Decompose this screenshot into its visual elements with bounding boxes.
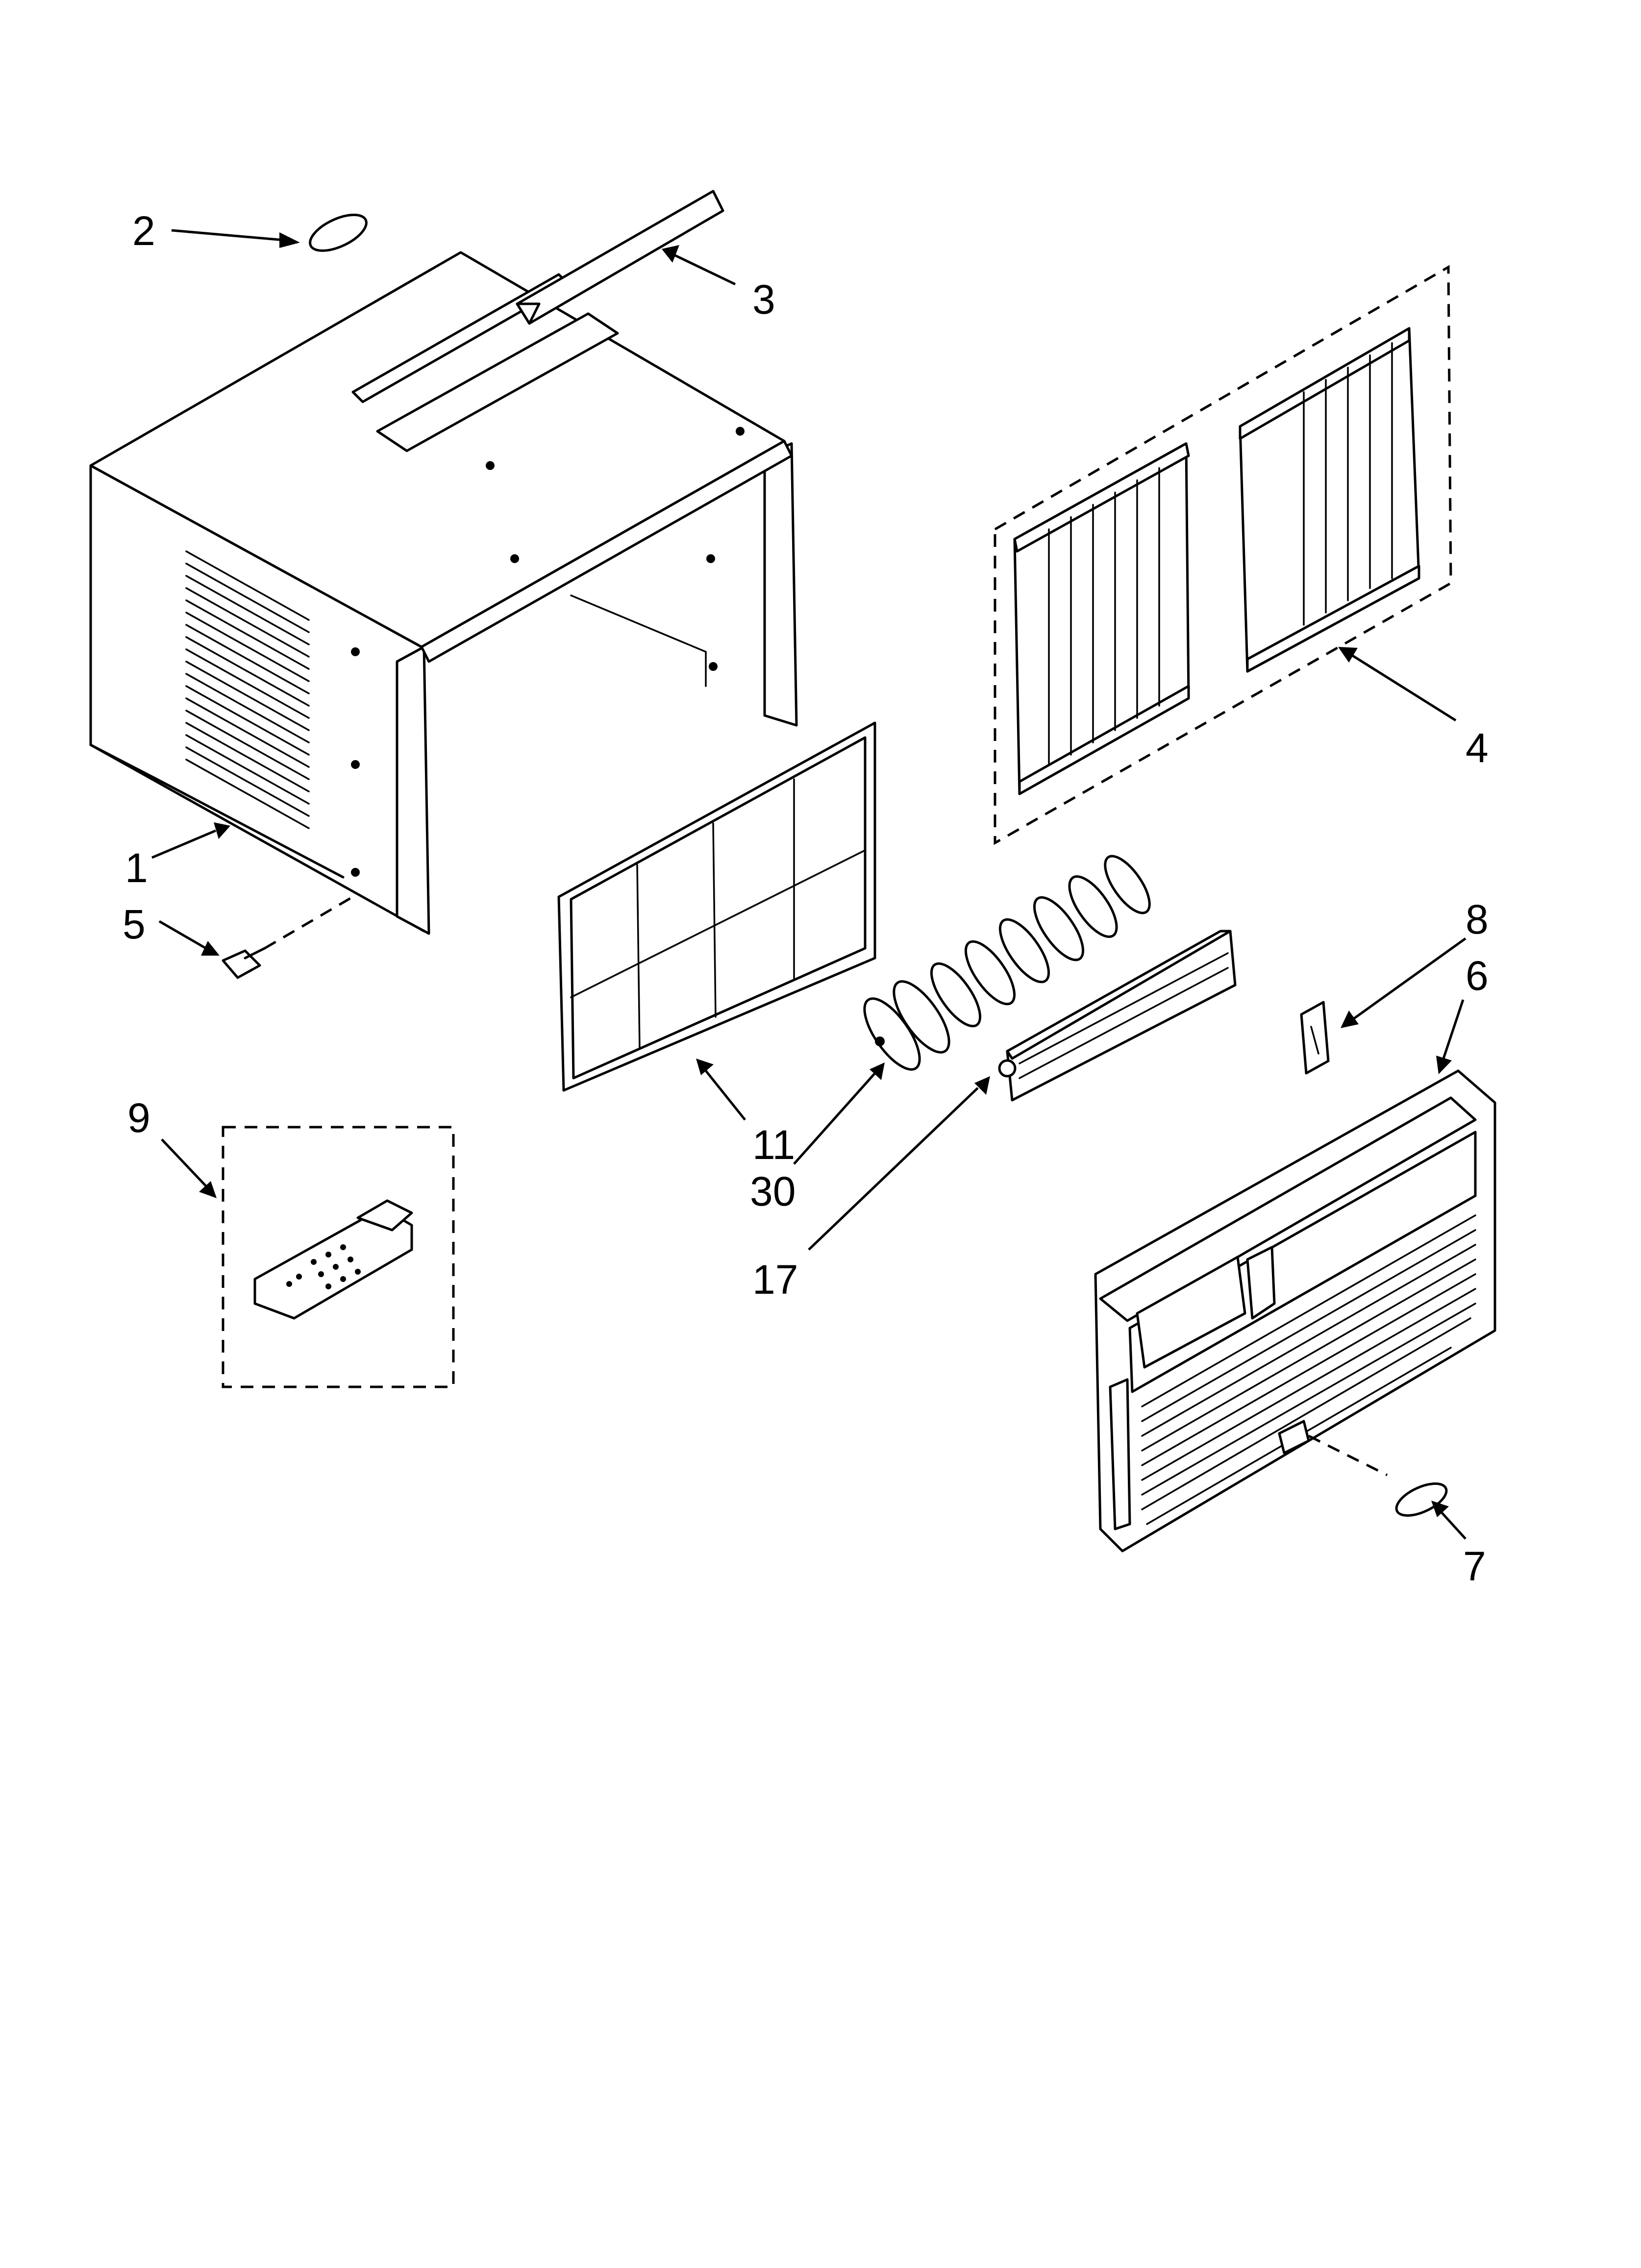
- callout-30: 30: [750, 1168, 796, 1214]
- callout-3: 3: [752, 276, 775, 322]
- louver-assembly-part: [998, 930, 1237, 1102]
- callout-11: 11: [752, 1122, 795, 1168]
- screw-part: [222, 895, 354, 979]
- callout-1: 1: [125, 845, 148, 891]
- cabinet-part: [89, 251, 798, 935]
- top-rail-part: [516, 190, 724, 325]
- badge-part: [1395, 1482, 1448, 1517]
- leader-arrows: [151, 229, 1467, 1540]
- callout-labels: 2 3 4 1 5 6 8 9 11 30 17 7: [123, 208, 1489, 1589]
- callout-5: 5: [123, 901, 146, 947]
- callout-9: 9: [127, 1095, 150, 1141]
- callout-17: 17: [752, 1257, 798, 1303]
- curtain-pleats: [1048, 342, 1393, 765]
- callout-8: 8: [1466, 896, 1489, 942]
- cabinet-side-louvers: [185, 550, 310, 829]
- label-oval-part: [309, 214, 368, 252]
- callout-2: 2: [132, 208, 155, 254]
- side-curtains-part: [994, 265, 1452, 845]
- callout-4: 4: [1466, 725, 1489, 771]
- callout-7: 7: [1463, 1543, 1486, 1589]
- remote-control-part: [222, 1126, 455, 1388]
- callout-6: 6: [1466, 953, 1489, 999]
- front-grille-part: [1094, 1069, 1496, 1553]
- clip-part: [1300, 1001, 1330, 1075]
- blower-wheel-part: [863, 855, 1151, 1071]
- air-filter-part: [557, 721, 876, 1092]
